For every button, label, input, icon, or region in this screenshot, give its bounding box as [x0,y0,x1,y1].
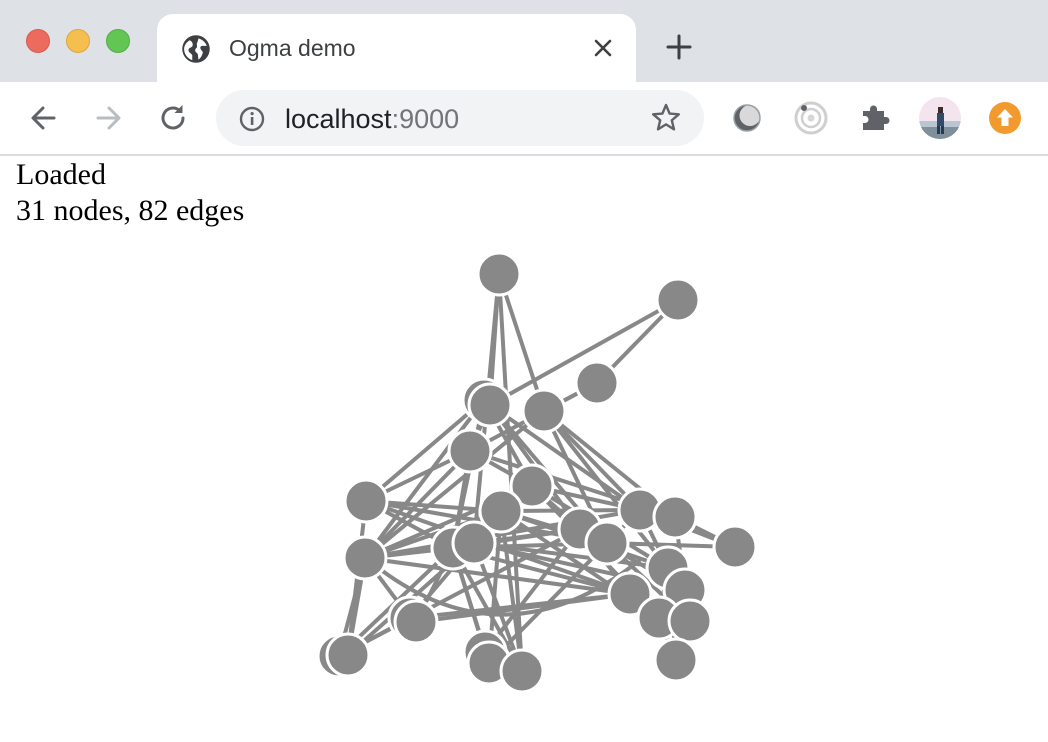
graph-node[interactable] [509,463,555,509]
puzzle-extensions-icon[interactable] [854,97,896,139]
new-tab-button[interactable] [664,32,694,62]
forward-button[interactable] [90,100,126,136]
avatar[interactable] [918,96,962,140]
tab-strip: Ogma demo [0,0,1048,82]
tab-title: Ogma demo [229,35,356,61]
graph-stats: 31 nodes, 82 edges [16,194,245,227]
back-button[interactable] [26,100,62,136]
graph-node[interactable] [325,632,371,678]
graph-node[interactable] [499,648,545,694]
url-text[interactable]: localhost:9000 [285,103,459,135]
graph-edge[interactable] [363,398,486,560]
graph-edge[interactable] [542,409,642,512]
graph-node[interactable] [712,524,758,570]
graph-node[interactable] [574,360,620,406]
graph-node[interactable] [584,520,630,566]
graph-edge[interactable] [364,556,642,617]
window-close-button[interactable] [26,29,50,53]
window-maximize-button[interactable] [106,29,130,53]
graph-edge[interactable] [472,542,524,672]
graph-edge[interactable] [363,409,546,560]
star-icon[interactable] [650,102,682,134]
url-port: :9000 [391,104,460,134]
graph-edge[interactable] [473,541,686,592]
graph-edge[interactable] [451,547,524,672]
tab-active[interactable]: Ogma demo [157,14,636,82]
graph-node[interactable] [467,382,513,428]
graph-node[interactable] [447,428,493,474]
status-panel: Loaded 31 nodes, 82 edges [16,157,244,229]
graph-node[interactable] [521,388,567,434]
graph-edge[interactable] [489,298,679,407]
graph-node[interactable] [478,488,524,534]
moon-extension-icon[interactable] [726,97,768,139]
graph-node[interactable] [655,277,701,323]
graph-node[interactable] [451,520,497,566]
url-host: localhost [285,104,392,134]
load-status: Loaded [16,158,106,191]
close-icon[interactable] [591,36,615,60]
target-extension-icon[interactable] [790,97,832,139]
graph-canvas[interactable] [0,156,1048,742]
graph-edge[interactable] [497,273,546,412]
graph-node[interactable] [343,478,389,524]
update-arrow-icon[interactable] [984,97,1026,139]
address-bar[interactable]: localhost:9000 [216,90,704,146]
globe-icon [182,35,210,63]
graph-node[interactable] [476,251,522,297]
graph-node[interactable] [667,598,713,644]
graph-edge[interactable] [499,510,524,672]
graph-edge[interactable] [364,398,486,503]
graph-node[interactable] [393,599,439,645]
browser-toolbar: localhost:9000 [0,82,1048,156]
graph-node[interactable] [342,535,388,581]
reload-button[interactable] [155,100,191,136]
graph-node[interactable] [653,637,699,683]
graph-edge[interactable] [415,592,631,624]
graph-node[interactable] [652,494,698,540]
window-minimize-button[interactable] [66,29,90,53]
info-icon[interactable] [238,105,266,133]
graph-edge[interactable] [338,527,581,658]
graph-node[interactable] [607,571,653,617]
